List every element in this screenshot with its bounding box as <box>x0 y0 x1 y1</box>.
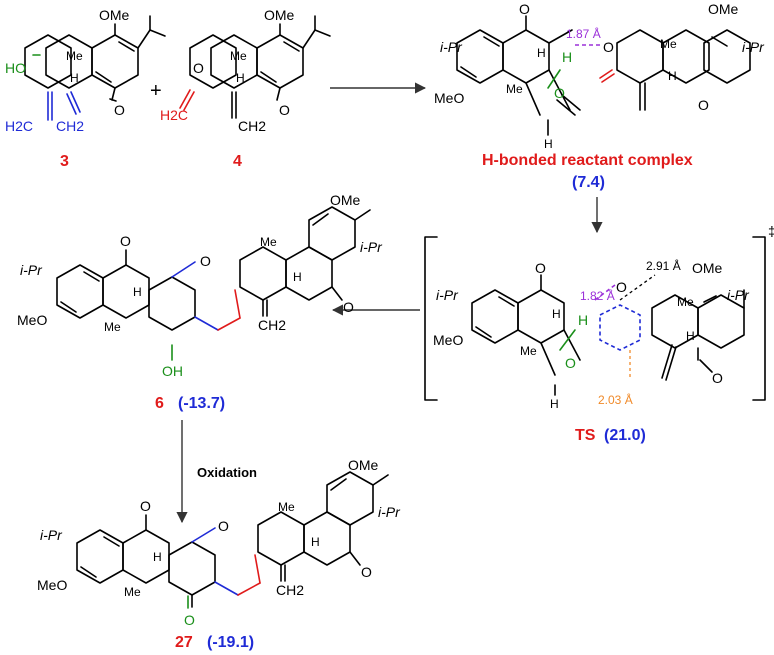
complex-hbond-distance: 1.87 Å <box>566 26 601 41</box>
compound-6-o-top: O <box>120 233 131 249</box>
complex-h-bottom: H <box>544 137 553 151</box>
compound-6-meo: MeO <box>17 312 47 328</box>
compound-3-h: H <box>70 71 79 85</box>
compound-4-ch2: CH2 <box>238 118 266 134</box>
compound-6-h-right: H <box>293 270 302 284</box>
compound-3-o: O <box>114 102 125 118</box>
complex-h-right: H <box>668 69 677 83</box>
complex-structure <box>456 15 751 136</box>
ts-ome: OMe <box>692 260 723 276</box>
complex-o-right: O <box>603 39 614 55</box>
compound-6-ipr-left: i-Pr <box>20 262 43 278</box>
compound-6-o-ketone: O <box>343 299 354 315</box>
ts-meo: MeO <box>433 332 463 348</box>
complex-h-left: H <box>537 46 546 60</box>
compound-27-me-left: Me <box>124 585 141 599</box>
ts-me-right: Me <box>677 295 694 309</box>
ts-ipr-left: i-Pr <box>436 287 459 303</box>
compound-6-o-mid: O <box>200 253 211 269</box>
compound-3-label: 3 <box>60 153 69 170</box>
compound-4-o-ketone: O <box>279 102 290 118</box>
compound-6-energy: (-13.7) <box>178 395 225 412</box>
complex-o-green: O <box>554 85 565 101</box>
compound-27-o-green: O <box>184 612 195 628</box>
complex-me-right: Me <box>660 37 677 51</box>
compound-3-ome: OMe <box>99 7 130 23</box>
ts-brackets <box>424 236 766 401</box>
compound-6-h-left: H <box>133 285 142 299</box>
compound-27-o-ketone: O <box>361 564 372 580</box>
compound-6-structure <box>56 206 371 361</box>
compound-4-h: H <box>236 71 245 85</box>
ts-forming-bond-distance-1: 2.91 Å <box>646 258 681 273</box>
complex-o-ketone: O <box>698 97 709 113</box>
oxidation-label: Oxidation <box>197 465 257 480</box>
compound-4-me: Me <box>230 49 247 63</box>
plus-sign: + <box>150 80 162 102</box>
compound-27-h-left: H <box>153 550 162 564</box>
compound-6-oh: OH <box>162 363 183 379</box>
compound-27-label: 27 <box>175 634 193 651</box>
ts-h-bottom: H <box>550 397 559 411</box>
complex-ome: OMe <box>708 1 739 17</box>
compound-27-meo: MeO <box>37 577 67 593</box>
complex-o-top: O <box>519 1 530 17</box>
compound-27-energy: (-19.1) <box>207 634 254 651</box>
compound-27-ome: OMe <box>348 457 379 473</box>
ts-o-right: O <box>616 279 627 295</box>
compound-3-me: Me <box>66 49 83 63</box>
compound-3-ch2: CH2 <box>56 118 84 134</box>
ts-o-green: O <box>565 355 576 371</box>
compound-6-me-right: Me <box>260 235 277 249</box>
complex-ipr-right: i-Pr <box>742 39 765 55</box>
compound-3-ho: HO <box>5 60 26 76</box>
ts-hbond-distance: 1.82 Å <box>580 288 615 303</box>
ts-me-left: Me <box>520 344 537 358</box>
compound-27-o-mid: O <box>218 518 229 534</box>
complex-label: H-bonded reactant complex <box>482 152 693 169</box>
complex-me-left: Me <box>506 82 523 96</box>
ts-h-left: H <box>552 307 561 321</box>
compound-27-structure <box>76 471 389 609</box>
compound-3-structure <box>24 15 166 121</box>
ts-o-top: O <box>535 260 546 276</box>
complex-energy: (7.4) <box>572 174 605 191</box>
compound-27-h-right: H <box>311 535 320 549</box>
complex-ipr-left: i-Pr <box>440 39 463 55</box>
compound-27-ch2: CH2 <box>276 582 304 598</box>
ts-forming-bond-distance-2: 2.03 Å <box>598 392 633 407</box>
compound-6-ch2: CH2 <box>258 317 286 333</box>
ts-energy: (21.0) <box>604 427 646 444</box>
compound-27-o-top: O <box>140 498 151 514</box>
compound-27-ipr-left: i-Pr <box>40 527 63 543</box>
compound-4-ome: OMe <box>264 7 295 23</box>
ts-h-right: H <box>686 329 695 343</box>
ts-h-green: H <box>578 312 588 328</box>
compound-6-label: 6 <box>155 395 164 412</box>
ts-o-ketone: O <box>712 370 723 386</box>
compound-6-ome: OMe <box>330 192 361 208</box>
complex-meo: MeO <box>434 90 464 106</box>
compound-4-structure <box>179 15 331 119</box>
compound-27-ipr-right: i-Pr <box>378 504 401 520</box>
compound-4-label: 4 <box>233 153 242 170</box>
compound-4-h2c: H2C <box>160 107 188 123</box>
ts-label: TS <box>575 427 596 444</box>
complex-h-green: H <box>562 49 572 65</box>
ts-ipr-right: i-Pr <box>727 287 750 303</box>
compound-4-o: O <box>193 60 204 76</box>
compound-3-h2c: H2C <box>5 118 33 134</box>
ts-double-dagger: ‡ <box>768 223 774 239</box>
compound-6-ipr-right: i-Pr <box>360 239 383 255</box>
compound-6-me-left: Me <box>104 320 121 334</box>
ts-structure <box>471 274 745 396</box>
compound-27-me-right: Me <box>278 500 295 514</box>
